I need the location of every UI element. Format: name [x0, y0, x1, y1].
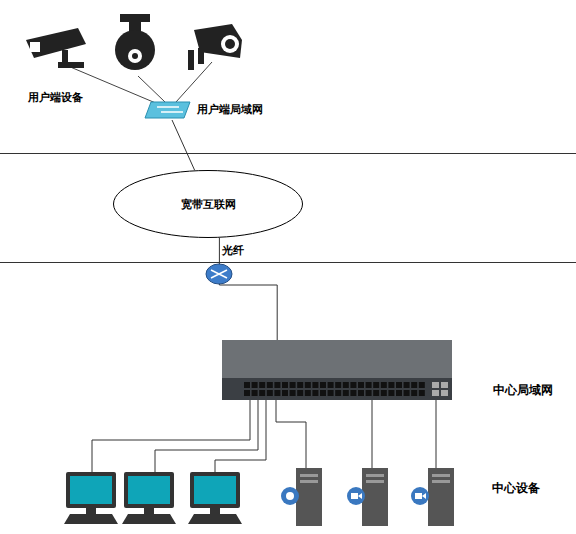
switch-port [419, 382, 425, 388]
switch-port [267, 382, 273, 388]
link-label: 光纤 [222, 243, 244, 258]
switch-port [396, 382, 402, 388]
dome-camera-icon [115, 14, 155, 70]
switch-port [350, 390, 356, 396]
switch-port [282, 382, 288, 388]
switch-port [404, 390, 410, 396]
switch-port [320, 390, 326, 396]
switch-port [274, 382, 280, 388]
switch-port [252, 382, 258, 388]
switch-top [222, 340, 452, 380]
switch-port [312, 382, 318, 388]
network-link [172, 120, 195, 170]
switch-port [366, 390, 372, 396]
switch-front [222, 378, 452, 400]
hub-body [145, 102, 190, 118]
switch-port [381, 390, 387, 396]
switch-port [366, 382, 372, 388]
router-icon [206, 264, 232, 284]
network-node: 用户端局域网 [145, 100, 190, 120]
switch-port [312, 390, 318, 396]
switch-port [305, 382, 311, 388]
switch-port [343, 382, 349, 388]
switch-port [290, 382, 296, 388]
node-label: 用户端局域网 [197, 102, 263, 117]
server-icon [281, 468, 454, 526]
switch-port [267, 390, 273, 396]
separator-line [0, 262, 576, 263]
switch-port [335, 390, 341, 396]
node-label: 中心局域网 [493, 382, 553, 399]
switch-port [441, 390, 448, 396]
switch-port [282, 390, 288, 396]
switch-shape [222, 340, 452, 400]
switch-port [358, 390, 364, 396]
switch-port [411, 390, 417, 396]
monitor-icon [64, 472, 242, 524]
switch-port [419, 390, 425, 396]
switch-port [343, 390, 349, 396]
camera-icon [26, 28, 86, 68]
switch-port [297, 382, 303, 388]
switch-port [388, 382, 394, 388]
switch-port [432, 382, 439, 388]
switch-port [274, 390, 280, 396]
switch-port [328, 390, 334, 396]
hub-shape [145, 100, 190, 120]
camera-wire [138, 76, 165, 102]
switch-port [259, 382, 265, 388]
network-link [219, 238, 277, 340]
free-label: 中心设备 [492, 480, 540, 497]
switch-port [252, 390, 258, 396]
switch-port [290, 390, 296, 396]
switch-port [244, 390, 250, 396]
switch-port [373, 390, 379, 396]
switch-port [396, 390, 402, 396]
switch-port [297, 390, 303, 396]
node-label: 宽带互联网 [113, 197, 303, 212]
switch-port [373, 382, 379, 388]
switch-port [350, 382, 356, 388]
switch-port [358, 382, 364, 388]
switch-port [305, 390, 311, 396]
switch-port [388, 390, 394, 396]
device-wire [92, 400, 436, 472]
switch-port [328, 382, 334, 388]
separator-line [0, 153, 576, 154]
switch-port [335, 382, 341, 388]
switch-port [320, 382, 326, 388]
free-label: 用户端设备 [28, 90, 83, 105]
switch-port [411, 382, 417, 388]
switch-port [244, 382, 250, 388]
switch-port [381, 382, 387, 388]
switch-port [432, 390, 439, 396]
hub-arrows [157, 107, 183, 112]
cloud-ellipse [114, 171, 303, 238]
camera-icon [188, 24, 242, 70]
switch-port [404, 382, 410, 388]
network-node: 中心局域网 [222, 340, 452, 400]
switch-port [441, 382, 448, 388]
network-node: 宽带互联网 [113, 170, 303, 238]
switch-port [259, 390, 265, 396]
